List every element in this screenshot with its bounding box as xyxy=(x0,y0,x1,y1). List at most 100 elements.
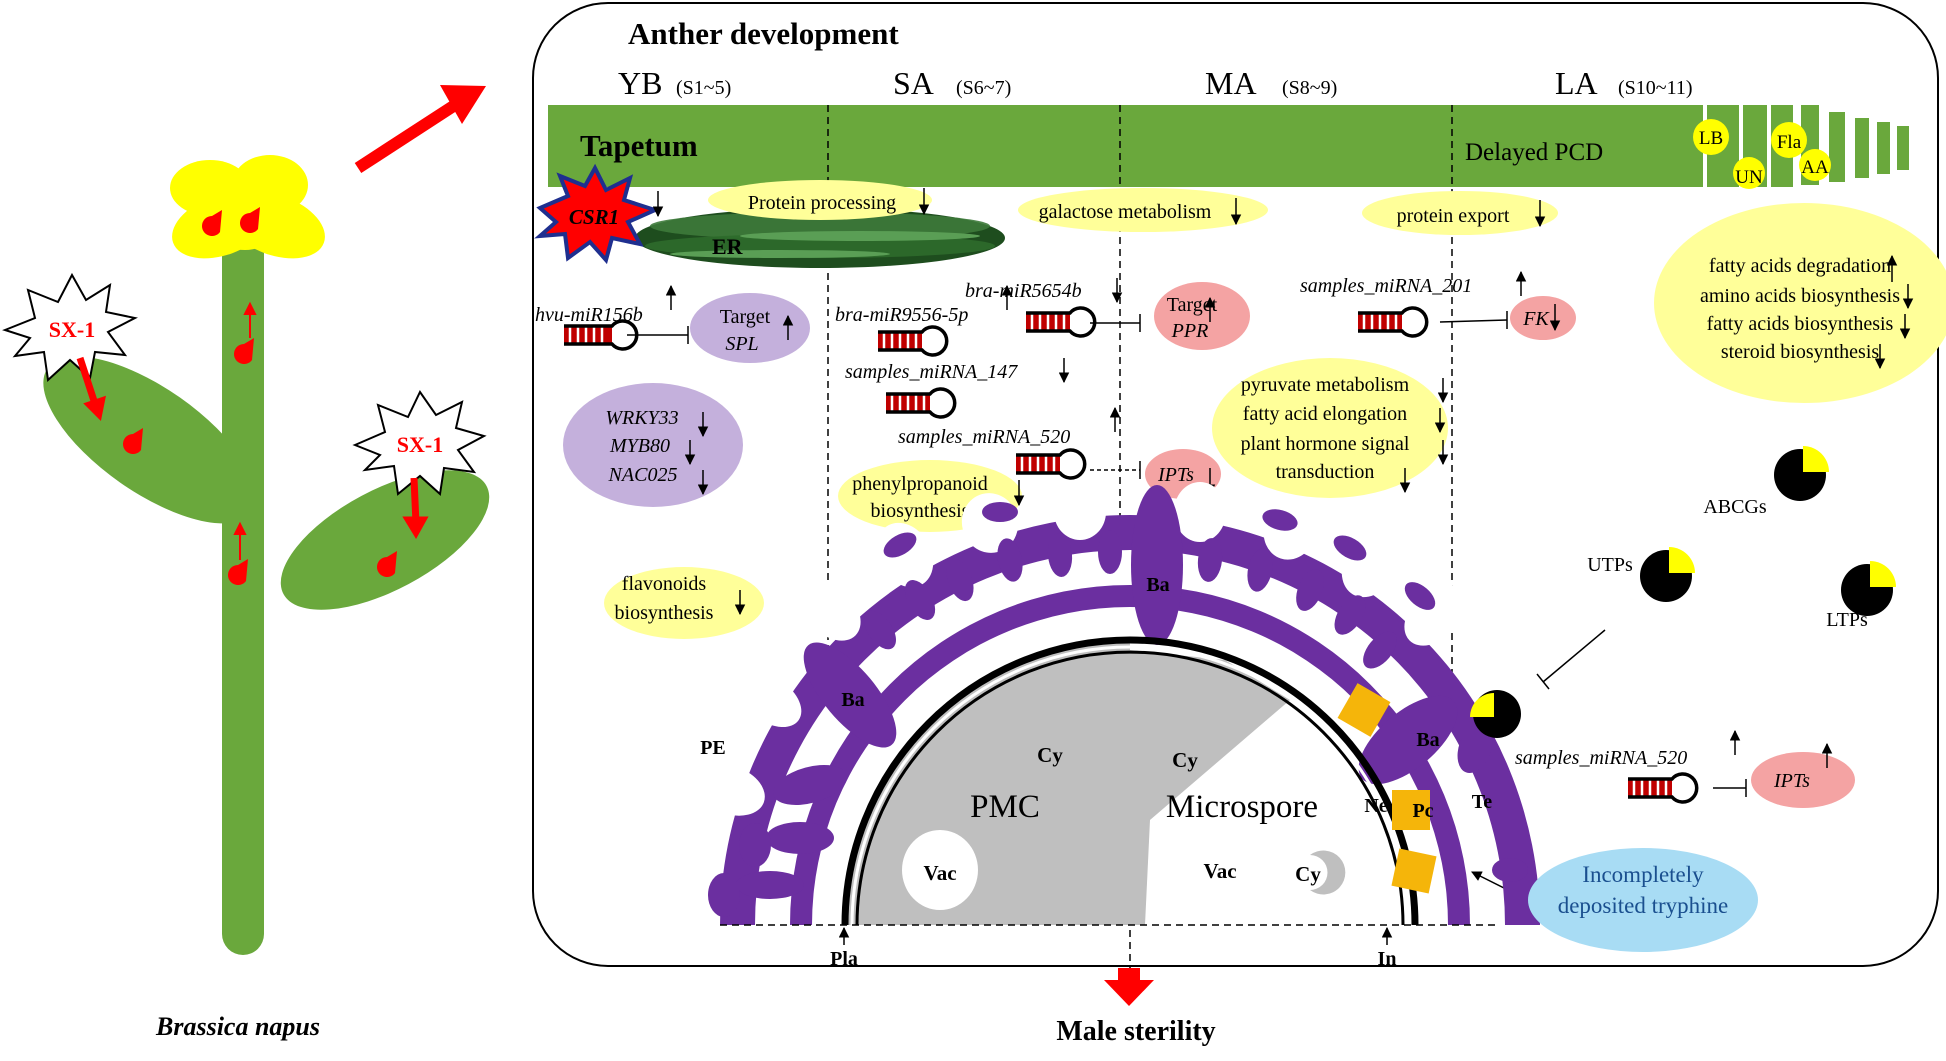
pathway-protein-processing: Protein processing xyxy=(708,180,932,220)
ne-label: Ne xyxy=(1364,795,1387,817)
late-line-4: steroid biosynthesis xyxy=(1721,341,1880,363)
ppr-label: PPR xyxy=(1171,320,1209,342)
ipts-right-label: IPTs xyxy=(1773,770,1810,792)
pe-label: PE xyxy=(700,737,726,759)
protein-processing-label: Protein processing xyxy=(748,192,896,214)
red-arrow-to-panel xyxy=(354,85,486,174)
target-ipts-right: IPTs xyxy=(1751,752,1855,808)
spl-top: Target xyxy=(720,306,771,328)
leaf-right xyxy=(280,470,490,610)
hairpin-icon xyxy=(878,325,949,357)
late-line-3: fatty acids biosynthesis xyxy=(1707,313,1894,335)
trend-arrows xyxy=(652,188,1914,768)
mirna-labels: hvu-miR156b bra-miR9556-5p bra-miR5654b … xyxy=(535,275,1687,769)
panel-title: Anther development xyxy=(628,16,899,51)
vac-label-pmc: Vac xyxy=(923,861,956,885)
flower-icon xyxy=(170,155,325,259)
hairpin-icon xyxy=(1358,306,1429,338)
tf-nac025: NAC025 xyxy=(608,464,678,486)
flav-line-2: biosynthesis xyxy=(615,602,714,624)
un-body-icon xyxy=(1733,157,1765,189)
fk-label: FK xyxy=(1522,308,1550,330)
lb-label: LB xyxy=(1699,128,1723,149)
mirna-520b: samples_miRNA_520 xyxy=(1515,747,1687,769)
tryphine-box xyxy=(1337,683,1391,737)
outcome-label: Male sterility xyxy=(1056,1016,1215,1047)
microspore-label: Microspore xyxy=(1166,789,1318,825)
aa-body-icon xyxy=(1799,149,1831,181)
stage-la-range: (S10~11) xyxy=(1618,77,1693,99)
galactose-label: galactose metabolism xyxy=(1039,201,1212,223)
hairpin-icon xyxy=(1026,306,1097,338)
ba-label-left: Ba xyxy=(841,689,864,711)
sx1-right-label: SX-1 xyxy=(397,432,443,457)
tryphine-line-2: deposited tryphine xyxy=(1558,893,1729,918)
protein-export-label: protein export xyxy=(1397,205,1510,227)
er-organelle: ER xyxy=(635,208,1005,268)
sx1-burst-right: SX-1 xyxy=(352,390,487,496)
stage-sa-range: (S6~7) xyxy=(956,77,1011,99)
sx1-burst-left: SX-1 xyxy=(2,272,138,383)
outcome-arrow xyxy=(1104,968,1154,1006)
utp-label: UTPs xyxy=(1587,554,1633,576)
phenyl-line-2: biosynthesis xyxy=(871,500,970,522)
membrane-transporter-icon xyxy=(1470,690,1521,738)
tapetum-label: Tapetum xyxy=(580,128,698,163)
sx1-left-label: SX-1 xyxy=(49,317,95,342)
mirna-520a: samples_miRNA_520 xyxy=(898,426,1070,448)
target-fk: FK xyxy=(1510,296,1576,340)
un-label: UN xyxy=(1735,167,1763,188)
microspore-wall xyxy=(841,636,1419,926)
vac-label-micro: Vac xyxy=(1203,859,1236,883)
pathway-mid-hormone: pyruvate metabolism fatty acid elongatio… xyxy=(1212,358,1448,498)
sx1-arrow-right xyxy=(410,477,420,525)
tapetum-layer: Tapetum Delayed PCD LB UN Fla AA xyxy=(548,105,1909,189)
delayed-pcd-label: Delayed PCD xyxy=(1465,139,1603,166)
microspore-body xyxy=(1130,650,1290,925)
phenyl-line-1: phenylpropanoid xyxy=(852,473,988,495)
tryphine-note: Incompletely deposited tryphine xyxy=(1528,848,1758,952)
mirna-9556: bra-miR9556-5p xyxy=(835,304,968,326)
spl-label: SPL xyxy=(725,333,758,355)
utp-transporter-icon xyxy=(1640,547,1695,602)
stage-ma-range: (S8~9) xyxy=(1282,77,1337,99)
cell-illustration: PMC Microspore Cy Cy Cy Vac Vac Ba Ba Ba… xyxy=(695,482,1540,970)
mirna-156b: hvu-miR156b xyxy=(535,304,643,326)
baculae xyxy=(708,485,1528,917)
pmc-label: PMC xyxy=(970,789,1040,825)
fla-label: Fla xyxy=(1777,132,1802,153)
cy-droplet-icon xyxy=(1310,850,1346,895)
tf-group: WRKY33 MYB80 NAC025 xyxy=(563,383,743,507)
mirna-147: samples_miRNA_147 xyxy=(845,361,1018,383)
late-line-1: fatty acids degradation xyxy=(1709,255,1891,277)
stage-sa: SA xyxy=(893,65,934,101)
stage-labels: YB (S1~5) SA (S6~7) MA (S8~9) LA (S10~11… xyxy=(618,65,1693,101)
in-label: In xyxy=(1378,948,1397,970)
cy-label-micro: Cy xyxy=(1172,748,1198,772)
tryphine-line-1: Incompletely xyxy=(1582,862,1704,887)
pathway-flavonoids: flavonoids biosynthesis xyxy=(604,567,764,639)
tf-wrky33: WRKY33 xyxy=(605,407,678,429)
abcg-label: ABCGs xyxy=(1703,496,1767,518)
stem xyxy=(222,225,264,955)
pathway-late-lipid: fatty acids degradation amino acids bios… xyxy=(1654,203,1946,403)
pathway-protein-export: protein export xyxy=(1362,191,1558,235)
species-label: Brassica napus xyxy=(155,1012,320,1041)
target-ppr: Target PPR xyxy=(1154,282,1250,350)
lipid-body-icon xyxy=(1693,119,1729,155)
hairpin-icons xyxy=(564,306,1699,804)
hairpin-icon xyxy=(886,387,957,419)
er-label: ER xyxy=(712,234,744,259)
small-up-arrows xyxy=(233,301,257,560)
te-label: Te xyxy=(1472,791,1493,813)
flav-line-1: flavonoids xyxy=(622,573,707,595)
stage-dividers xyxy=(827,105,1453,975)
aa-label: AA xyxy=(1801,157,1829,178)
cy-label-drop: Cy xyxy=(1295,862,1321,886)
mid-line-2: fatty acid elongation xyxy=(1243,403,1407,425)
hairpin-icon xyxy=(1628,772,1699,804)
vacuole-pmc xyxy=(902,830,978,910)
mirna-201: samples_miRNA_201 xyxy=(1300,275,1472,297)
mid-line-3: plant hormone signal xyxy=(1241,433,1410,455)
